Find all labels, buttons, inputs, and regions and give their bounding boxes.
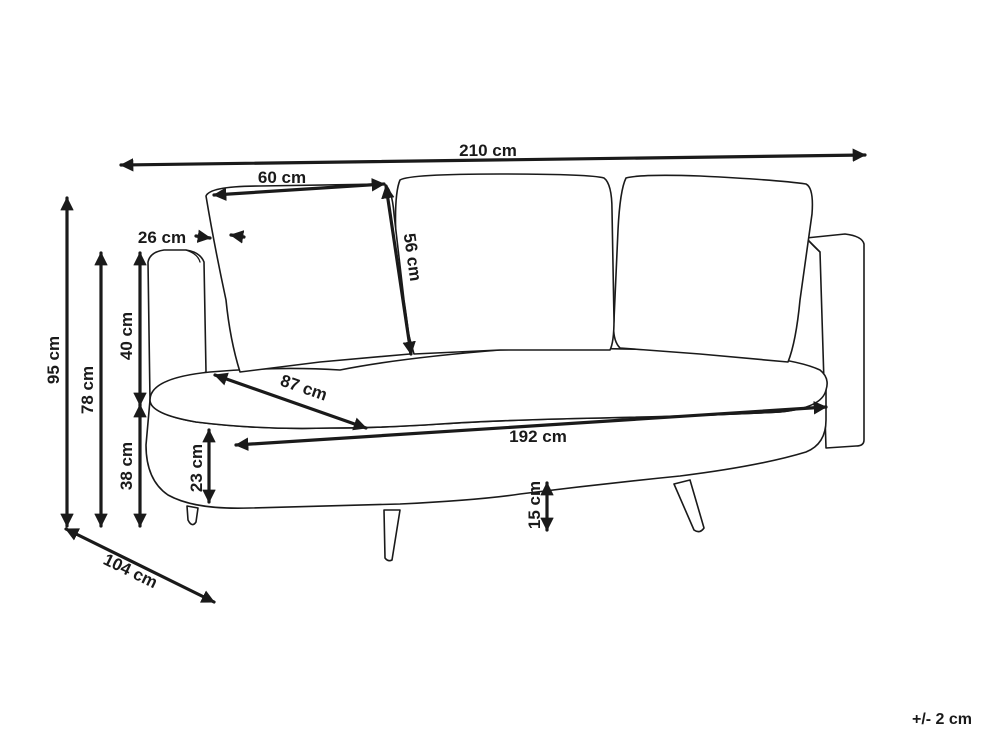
dim-line-26-left [194,229,212,243]
dim-line-210 [119,148,867,172]
label-38: 38 cm [117,442,136,490]
dim-line-192 [234,401,828,451]
tolerance-note: +/- 2 cm [912,711,972,728]
label-23: 23 cm [187,444,206,492]
label-210: 210 cm [459,141,517,160]
label-192: 192 cm [509,427,567,446]
back-cushion-left [205,183,411,373]
dim-line-60 [212,178,386,201]
back-cushion-middle [394,173,615,355]
leg-front-middle [383,509,401,562]
leg-front-left [186,505,199,526]
dim-line-26-right [229,230,246,244]
label-40: 40 cm [117,312,136,360]
label-78: 78 cm [78,366,97,414]
leg-back-right [673,479,705,533]
dim-line-104 [64,527,216,604]
sofa-drawing [145,173,865,562]
label-26: 26 cm [138,228,186,247]
label-95: 95 cm [44,336,63,384]
dim-line-56 [381,184,416,356]
back-cushion-right [612,174,814,363]
right-arm [805,233,865,449]
label-60: 60 cm [258,168,306,187]
label-15: 15 cm [525,481,544,529]
label-104: 104 cm [100,550,160,592]
